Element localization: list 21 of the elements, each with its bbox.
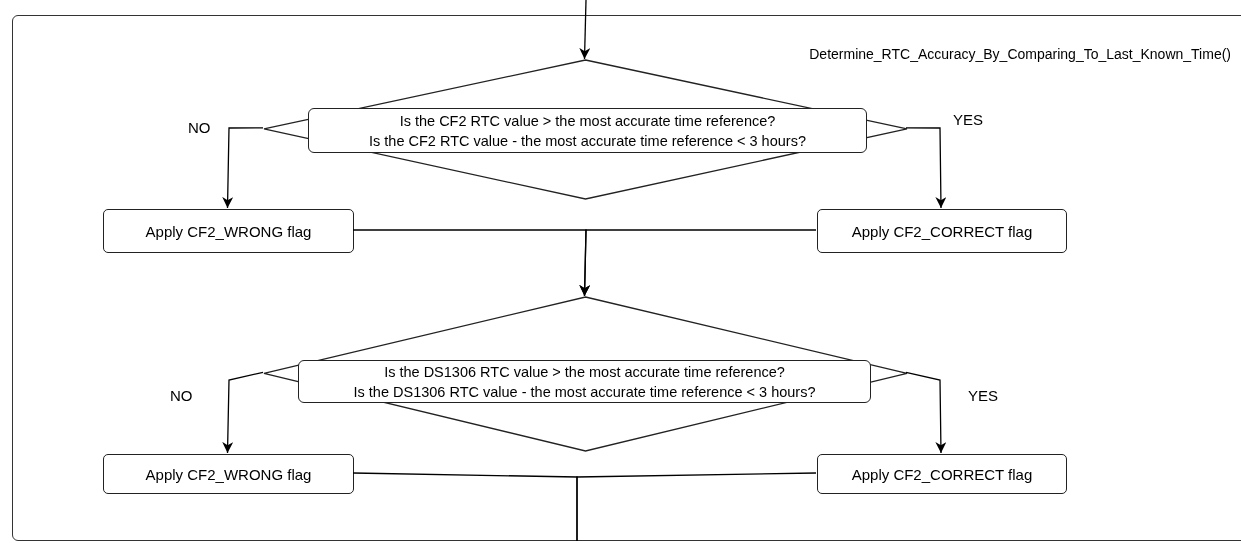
process-box bbox=[817, 454, 1067, 494]
arrow bbox=[222, 127, 264, 209]
question-text: Is the DS1306 RTC value > the most accurate time reference? bbox=[384, 362, 785, 382]
question-text: Is the CF2 RTC value - the most accurate time reference < 3 hours? bbox=[369, 131, 806, 151]
container-frame bbox=[12, 15, 1241, 541]
function-title: Determine_RTC_Accuracy_By_Comparing_To_Last_Known_Time() bbox=[809, 46, 1231, 62]
process-text: Apply CF2_CORRECT flag bbox=[851, 222, 1033, 240]
arrow bbox=[905, 127, 947, 209]
arrow bbox=[905, 371, 947, 454]
arrow bbox=[579, 229, 817, 297]
question-text: Is the CF2 RTC value > the most accurate time reference? bbox=[399, 111, 776, 131]
process-text: Apply CF2_WRONG flag bbox=[145, 222, 312, 240]
process-text: Apply CF2_CORRECT flag bbox=[851, 465, 1033, 483]
process-box bbox=[103, 454, 354, 494]
process-box bbox=[817, 209, 1067, 253]
process-box bbox=[103, 209, 354, 253]
arrow bbox=[222, 371, 264, 454]
arrow bbox=[579, 0, 591, 60]
process-text: Apply CF2_WRONG flag bbox=[145, 465, 312, 483]
question-text: Is the DS1306 RTC value - the most accurate time reference < 3 hours? bbox=[353, 382, 816, 402]
connector-line bbox=[576, 472, 817, 542]
